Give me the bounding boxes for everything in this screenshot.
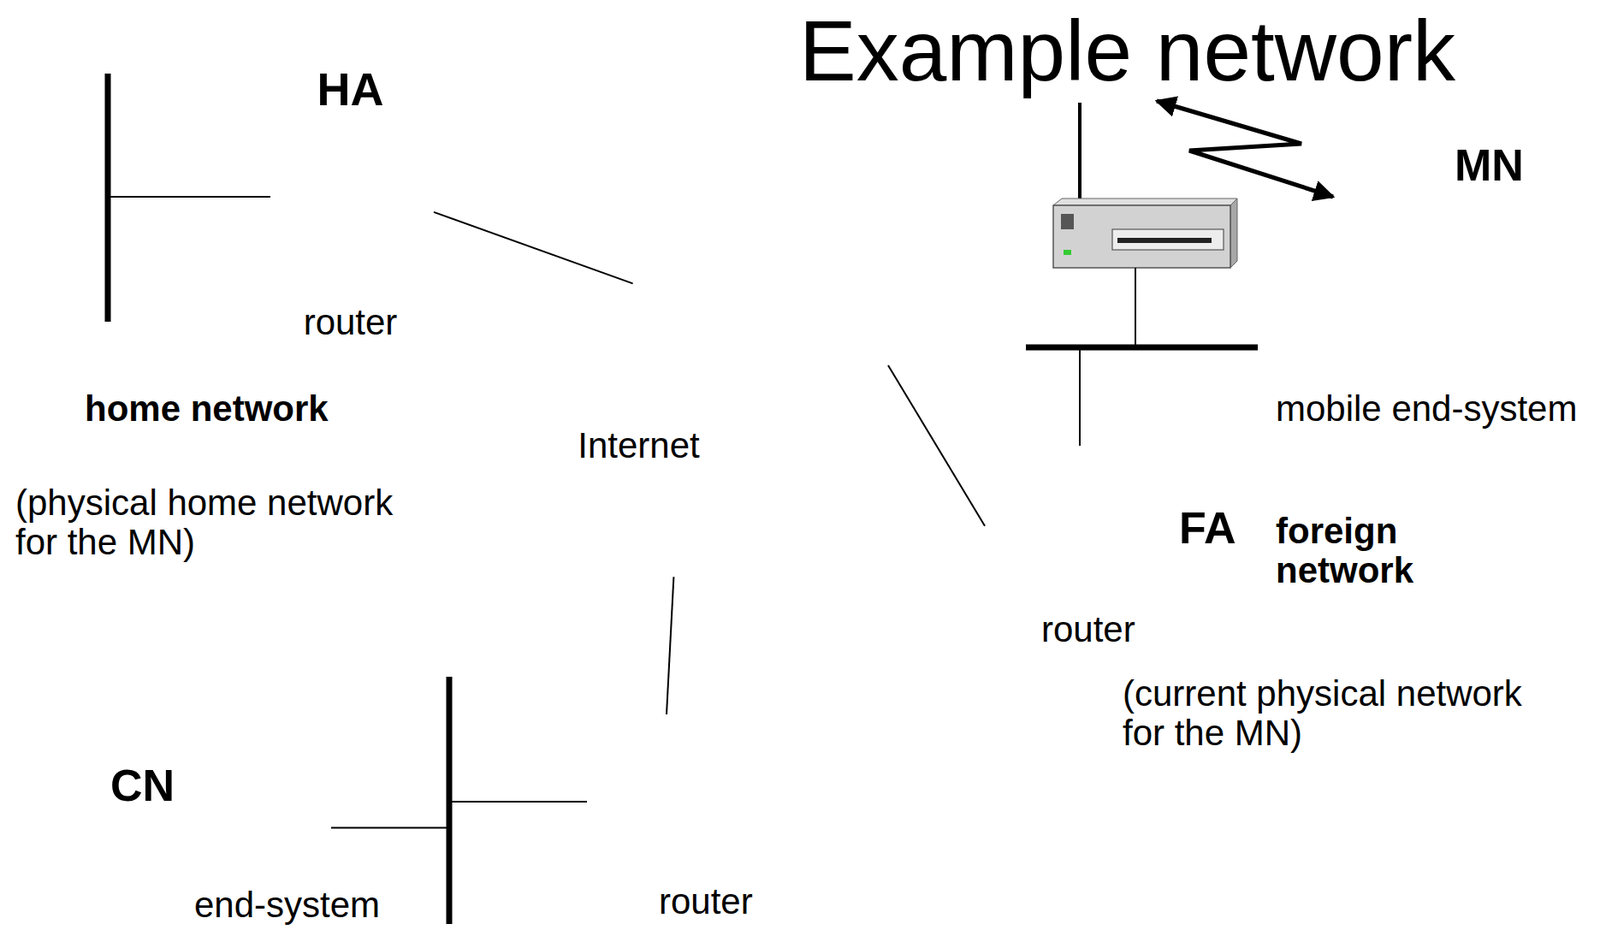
node-caption: (physical home network for the MN) [15,483,418,563]
text-slot: router [658,882,753,922]
region-shape [956,35,1478,650]
router-symbol [271,130,429,293]
access-point-wire [1134,267,1137,348]
node-caption: mobile end-system [1275,389,1577,429]
node-caption: end-system [194,885,380,925]
text-slot: router [1041,610,1136,650]
diagram-title: Example network [799,3,1456,98]
laptop-symbol [1285,175,1474,368]
region-shape [423,253,889,623]
antenna [1078,102,1082,208]
text-slot: foreign network [1275,511,1430,591]
node-label: FA [1179,503,1236,553]
access-point [1053,198,1238,268]
cn-bus [446,676,453,925]
node-caption: router [1041,610,1136,650]
text-slot: mobile end-system [1275,389,1577,429]
computer-picture [168,732,419,887]
text-slot: CN [110,761,175,811]
router-symbol [985,446,1141,606]
title-slot: Example network [799,3,1456,98]
node-caption: (current physical network for the MN) [1122,674,1551,753]
text-slot: (physical home network for the MN) [15,483,418,563]
network-link [433,212,634,285]
laptop-picture [1280,173,1476,368]
text-slot: MN [1454,141,1524,190]
foreign-bus-wire [1078,347,1081,446]
text-slot: HA [270,64,431,115]
node-label: Internet [423,426,854,466]
router-picture [984,445,1142,608]
text-slot: Internet [423,426,854,466]
network-link [888,365,985,527]
router-symbol [587,717,745,880]
foreign-bus [1025,344,1258,351]
correspondent-router: router [586,714,759,925]
foreign-network-region: MNmobile end-systemFArouterforeign netwo… [954,30,1481,649]
wireless-link [1156,100,1334,197]
node-label: CN [110,761,175,811]
computer-symbol [168,732,419,885]
node-label: HA [270,64,431,115]
router-picture [586,717,746,880]
text-slot: FA [1179,503,1236,553]
node-label: MN [1454,141,1524,190]
text-slot: end-system [194,885,380,925]
node-label: foreign network [1275,511,1430,591]
text-slot: (current physical network for the MN) [1122,674,1551,753]
network-link [331,801,587,829]
home-bus-wire [107,195,271,198]
foreign-agent-router: FA router [984,445,1242,652]
text-slot: router [270,302,431,343]
internet-cloud: Internet [423,249,889,623]
region-shape [8,31,369,476]
correspondent-node-computer: CN end-system [106,731,424,927]
node-label: router [658,882,753,922]
home-agent-router: HA router [270,64,434,351]
router-picture [270,130,431,293]
node-caption: router [270,302,431,343]
mobile-node-laptop: MN mobile end-system [1275,141,1584,433]
home-network-region: HArouterhome network(physical home netwo… [8,30,368,476]
node-label: home network [84,389,359,429]
network-link [666,576,674,715]
text-slot: home network [84,389,359,429]
